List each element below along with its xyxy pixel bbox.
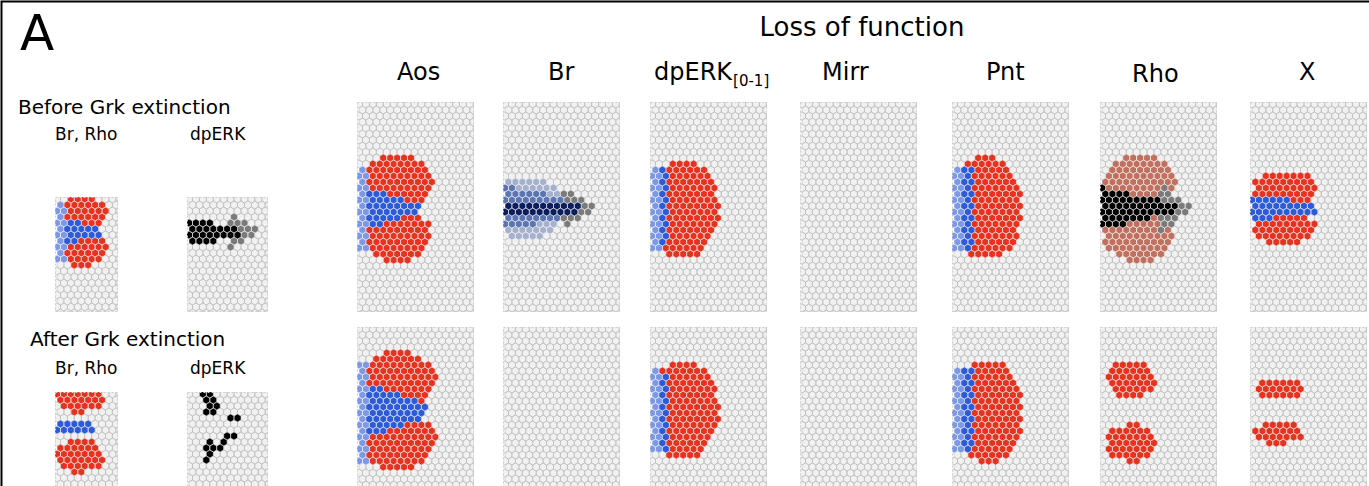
grid-border [504, 328, 620, 486]
cell-fill [366, 385, 428, 435]
column-label: Mirr [822, 60, 869, 84]
cell-grid [650, 102, 767, 312]
cell-grid [800, 102, 917, 312]
cell-fill [650, 327, 767, 486]
column-label: Rho [1132, 62, 1179, 86]
cell-fill [357, 327, 474, 486]
cell-fill [961, 367, 975, 453]
grid-border [1251, 103, 1367, 312]
column-label: Br, Rho [55, 126, 117, 143]
grid-border [801, 328, 917, 486]
column-label: Pnt [986, 60, 1025, 84]
cell-grid [1250, 327, 1367, 486]
grid-border [504, 103, 620, 312]
cell-grid [1250, 102, 1367, 312]
cell-fill [199, 392, 241, 464]
cell-fill [968, 361, 1023, 465]
grid-border [1251, 328, 1367, 486]
grid-border [651, 103, 767, 312]
column-label: X [1299, 60, 1315, 84]
cell-fill [952, 102, 1069, 312]
cell-fill [1100, 102, 1217, 312]
cell-fill [55, 420, 95, 434]
column-label: Aos [397, 60, 440, 84]
cell-fill [659, 166, 669, 246]
cell-grid [357, 327, 474, 486]
grid-border [188, 198, 268, 312]
cell-grid [187, 197, 268, 312]
cell-fill [357, 102, 474, 312]
cell-fill [1100, 327, 1217, 486]
column-label: dpERK [654, 60, 732, 84]
column-label: dpERK [190, 360, 245, 377]
cell-fill [503, 327, 620, 486]
grid-border [953, 328, 1069, 486]
cell-fill [64, 197, 109, 269]
cell-fill [1252, 379, 1304, 447]
cell-grid [800, 327, 917, 486]
cell-fill [1250, 327, 1367, 486]
cell-grid [55, 197, 118, 312]
cell-grid [55, 392, 118, 486]
cell-grid [187, 392, 268, 486]
cell-fill [650, 102, 767, 312]
cell-grid [503, 102, 620, 312]
cell-fill [800, 327, 917, 486]
cell-grid [1100, 102, 1217, 312]
cell-fill [659, 361, 721, 459]
cell-fill [366, 190, 422, 228]
cell-fill [55, 197, 118, 312]
grid-border [1101, 328, 1217, 486]
cell-fill [952, 327, 1069, 486]
cell-fill [366, 349, 439, 471]
cell-grid [650, 327, 767, 486]
grid-border [953, 103, 1069, 312]
cell-grid [1100, 327, 1217, 486]
cell-grid [357, 102, 474, 312]
grid-border [1101, 103, 1217, 312]
cell-grid [952, 102, 1069, 312]
cell-fill [366, 154, 435, 264]
grid-border [358, 103, 474, 312]
cell-fill [187, 392, 268, 486]
panel-letter: A [20, 8, 54, 58]
cell-fill [64, 219, 102, 245]
cell-fill [1250, 196, 1318, 222]
row-heading: After Grk extinction [30, 329, 225, 349]
cell-fill [659, 373, 669, 453]
group-heading: Loss of function [760, 14, 965, 40]
column-label: Br, Rho [55, 360, 117, 377]
row-heading: Before Grk extinction [18, 97, 231, 117]
cell-grid [952, 327, 1069, 486]
grid-border [56, 198, 118, 312]
cell-grid [503, 327, 620, 486]
cell-fill [503, 202, 581, 216]
cell-fill [1250, 102, 1367, 312]
cell-fill [1106, 361, 1158, 465]
column-subscript: [0-1] [733, 74, 769, 89]
cell-fill [187, 219, 241, 245]
column-label: Br [548, 60, 574, 84]
cell-fill [1157, 184, 1192, 234]
grid-border [801, 103, 917, 312]
cell-fill [187, 197, 268, 312]
grid-border [358, 328, 474, 486]
cell-fill [55, 392, 118, 486]
cell-fill [961, 166, 975, 252]
grid-border [651, 328, 767, 486]
cell-fill [503, 102, 620, 312]
column-label: dpERK [190, 126, 245, 143]
grid-border [56, 393, 118, 486]
grid-border [188, 393, 268, 486]
cell-fill [357, 361, 369, 465]
cell-fill [800, 102, 917, 312]
cell-fill [662, 160, 721, 258]
